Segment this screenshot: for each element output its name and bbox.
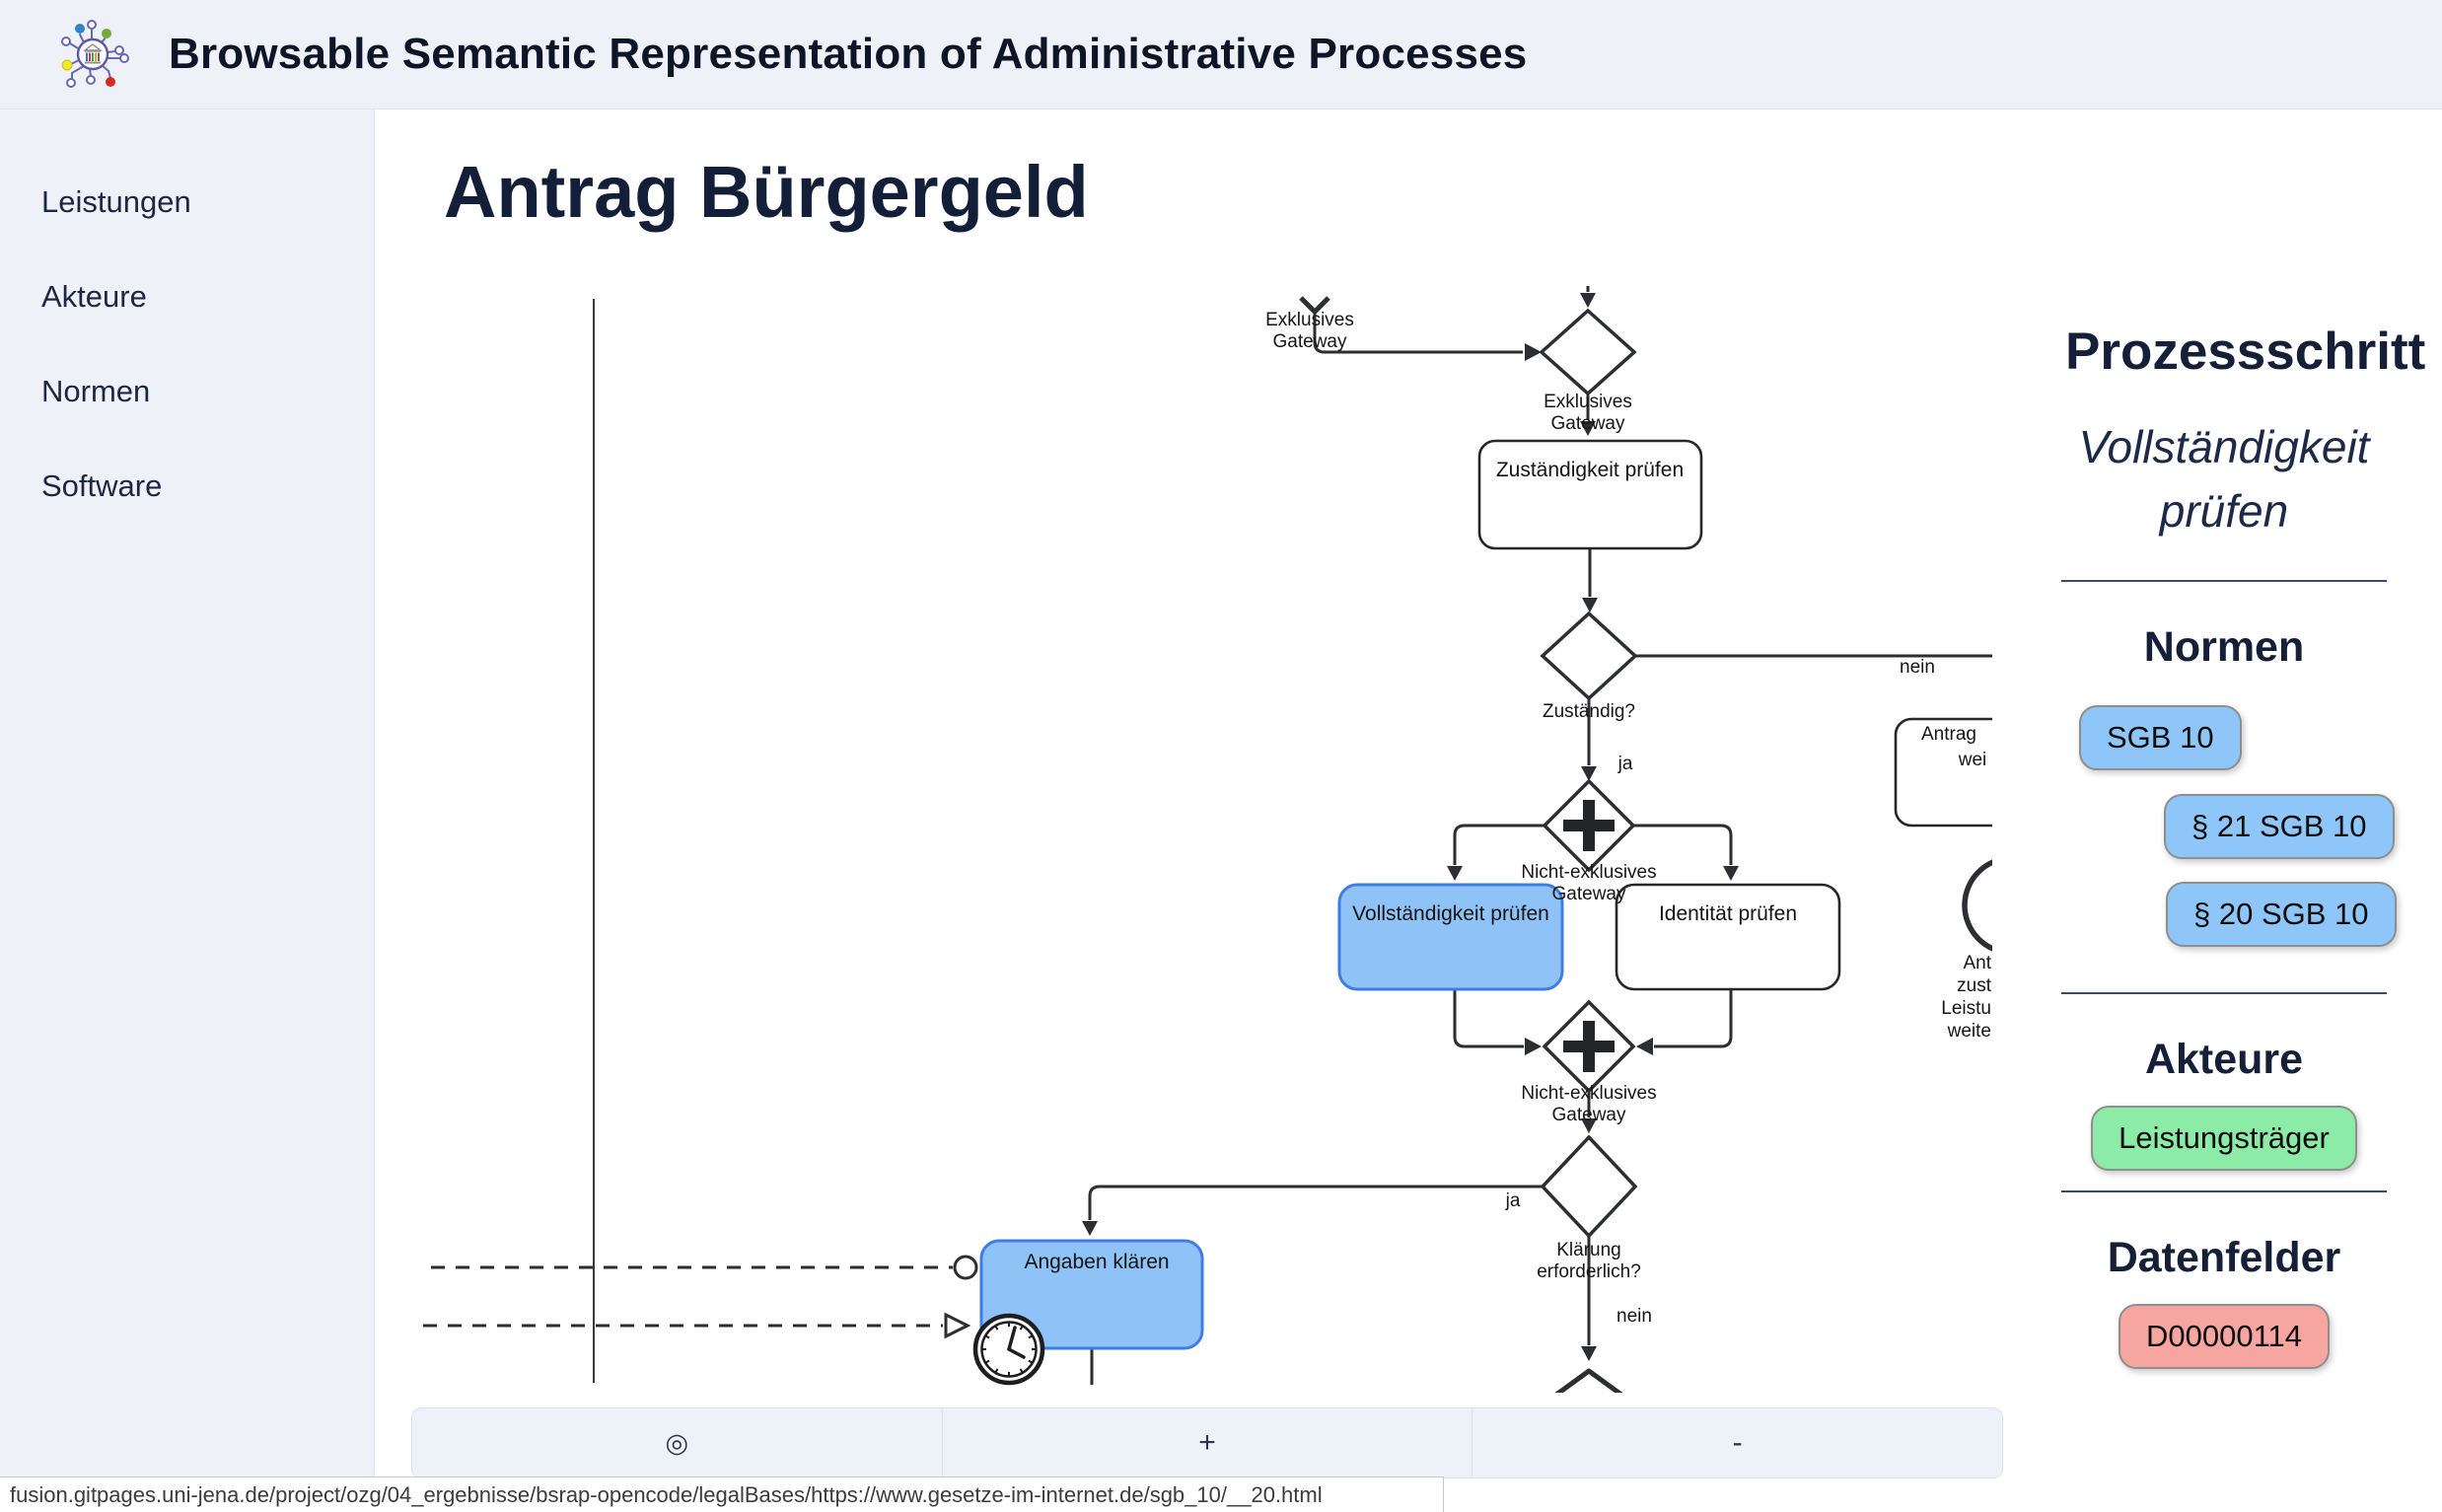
sidebar-item-akteure[interactable]: Akteure xyxy=(41,279,147,314)
panel-divider xyxy=(2061,1189,2387,1192)
zoom-in-icon: + xyxy=(1198,1426,1216,1459)
exclusive-gateway-1[interactable] xyxy=(1539,308,1637,396)
task-antrag-weiterleiten[interactable] xyxy=(1894,717,1992,828)
decision-zustaendig-label: Zuständig? xyxy=(1543,701,1635,722)
task-angaben-label: Angaben klären xyxy=(1024,1251,1169,1273)
flow-ja-label: ja xyxy=(1617,754,1633,774)
flow-to-gateway1 xyxy=(1313,314,1523,354)
gateway1-label-1: Exklusives xyxy=(1544,392,1632,412)
parallel-gw2-label-2: Gateway xyxy=(1552,1105,1626,1125)
zoom-out-button[interactable]: - xyxy=(1472,1408,2002,1477)
decision-klaerung[interactable] xyxy=(1540,1134,1638,1239)
diagram-toolbar: ◎ + - xyxy=(411,1407,2003,1478)
task-antrag-label-2: wei xyxy=(1958,750,1987,770)
panel-title: Prozessschritt xyxy=(2065,323,2426,381)
app-title: Browsable Semantic Representation of Adm… xyxy=(169,30,1528,78)
incoming-flow-chevron xyxy=(1299,296,1330,315)
gateway1-label-2: Gateway xyxy=(1551,413,1625,434)
app-logo-icon xyxy=(61,20,129,88)
end-event-label-1: Ant xyxy=(1963,953,1991,973)
incoming-flow-label-2: Gateway xyxy=(1273,331,1347,352)
section-heading-normen: Normen xyxy=(2143,622,2305,671)
decision-klaerung-label-2: erforderlich? xyxy=(1537,1261,1641,1282)
task-identitaet-pruefen[interactable] xyxy=(1615,883,1841,991)
statusbar-url: fusion.gitpages.uni-jena.de/project/ozg/… xyxy=(10,1481,1323,1507)
sidebar-item-leistungen[interactable]: Leistungen xyxy=(41,184,191,219)
task-zustaendigkeit-label: Zuständigkeit prüfen xyxy=(1496,459,1684,481)
norm-badge-p21-sgb10[interactable]: § 21 SGB 10 xyxy=(2164,793,2395,859)
section-heading-akteure: Akteure xyxy=(2144,1035,2304,1083)
link-preview-statusbar: fusion.gitpages.uni-jena.de/project/ozg/… xyxy=(0,1476,1444,1512)
flow-ja2-label: ja xyxy=(1505,1190,1521,1211)
decision-klaerung-label-1: Klärung xyxy=(1556,1240,1621,1260)
detail-panel: Prozessschritt Vollständigkeit prüfen No… xyxy=(2059,286,2426,1369)
task-antrag-label-1: Antrag xyxy=(1921,724,1976,745)
parallel-gw1-label-1: Nicht-exklusives xyxy=(1521,862,1656,883)
panel-divider xyxy=(2061,579,2387,582)
flow-nein-label: nein xyxy=(1900,657,1935,678)
section-heading-datenfelder: Datenfelder xyxy=(2107,1233,2341,1281)
zoom-in-button[interactable]: + xyxy=(941,1408,1472,1477)
datafield-badge-d00000114[interactable]: D00000114 xyxy=(2118,1303,2330,1369)
clipped-gateway-top xyxy=(1554,1368,1623,1393)
parallel-gw2-label-1: Nicht-exklusives xyxy=(1521,1083,1656,1104)
end-event-label-3: Leistu xyxy=(1941,998,1991,1019)
incoming-flow-label-1: Exklusives xyxy=(1265,310,1354,330)
task-identitaet-label: Identität prüfen xyxy=(1659,902,1797,925)
norm-badge-p20-sgb10[interactable]: § 20 SGB 10 xyxy=(2166,881,2397,947)
bpmn-diagram-canvas[interactable]: Exklusives Gateway Exklusives Gateway Zu… xyxy=(414,286,1992,1393)
panel-subtitle: Vollständigkeit prüfen xyxy=(2078,421,2370,538)
page-title: Antrag Bürgergeld xyxy=(444,151,1089,233)
panel-divider xyxy=(2061,991,2387,994)
message-flow-circle-end xyxy=(953,1255,978,1280)
end-event-circle[interactable] xyxy=(1962,858,1992,953)
sidebar-nav: Leistungen Akteure Normen Software xyxy=(0,109,375,1512)
end-event-label-2: zust xyxy=(1957,975,1992,996)
parallel-gw1-label-2: Gateway xyxy=(1552,884,1626,904)
task-vollstaendigkeit-pruefen-highlighted[interactable] xyxy=(1337,883,1564,991)
actor-badge-leistungstraeger[interactable]: Leistungsträger xyxy=(2091,1105,2357,1171)
app-header: Browsable Semantic Representation of Adm… xyxy=(0,0,2442,109)
end-event-label-4: weite xyxy=(1947,1021,1991,1042)
reset-zoom-icon: ◎ xyxy=(665,1427,689,1458)
message-flow-open-arrowhead xyxy=(944,1312,971,1339)
zoom-out-icon: - xyxy=(1732,1426,1743,1459)
norm-badge-sgb10[interactable]: SGB 10 xyxy=(2079,704,2242,770)
task-vollstaendigkeit-label: Vollständigkeit prüfen xyxy=(1352,902,1549,925)
task-angaben-klaeren-highlighted[interactable] xyxy=(979,1239,1204,1350)
reset-zoom-button[interactable]: ◎ xyxy=(412,1408,942,1477)
timer-boundary-event-icon[interactable] xyxy=(972,1313,1045,1386)
sidebar-item-normen[interactable]: Normen xyxy=(41,374,151,408)
sidebar-item-software[interactable]: Software xyxy=(41,468,163,503)
task-zustaendigkeit-pruefen[interactable] xyxy=(1477,439,1703,550)
flow-nein2-label: nein xyxy=(1616,1306,1652,1327)
decision-zustaendig[interactable] xyxy=(1540,611,1638,701)
